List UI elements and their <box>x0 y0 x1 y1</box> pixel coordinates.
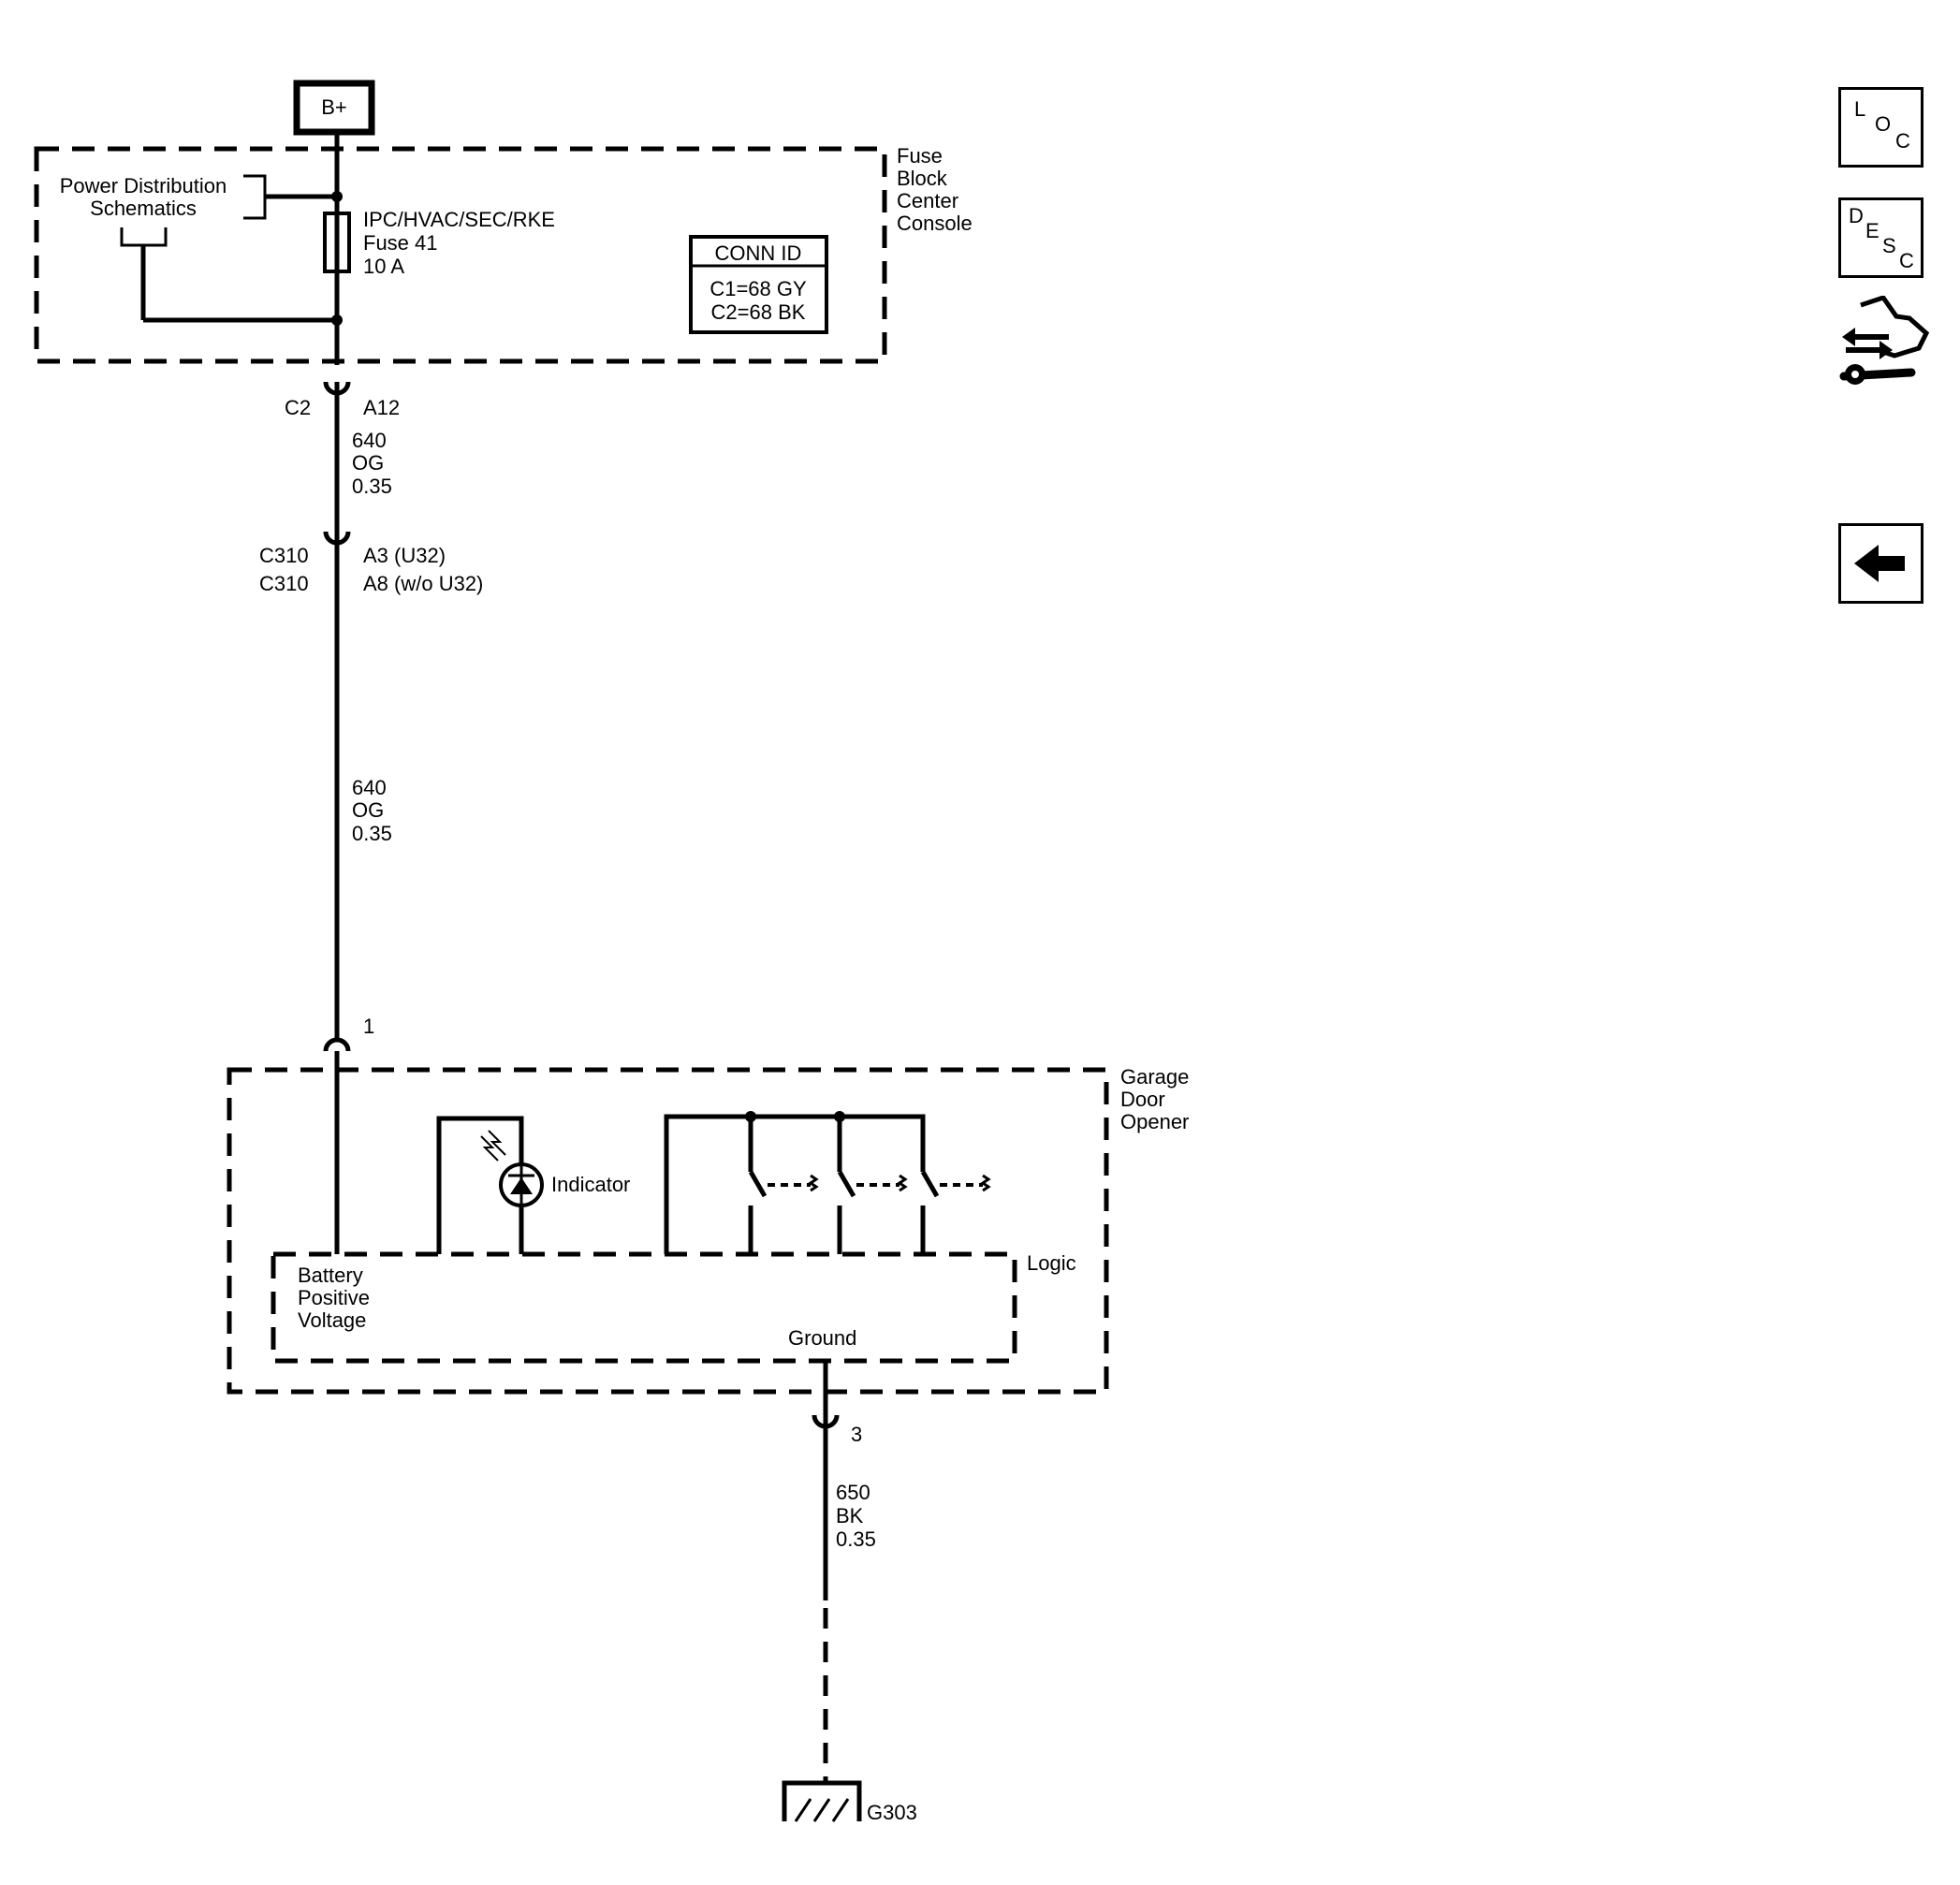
svg-text:Center: Center <box>897 189 958 212</box>
svg-text:C2: C2 <box>285 396 311 419</box>
ground-g303-label: G303 <box>867 1801 917 1824</box>
svg-text:Voltage: Voltage <box>298 1308 366 1332</box>
svg-text:Door: Door <box>1120 1088 1165 1111</box>
connector-hand-wrench-icon[interactable] <box>1838 296 1932 393</box>
left-arrow-icon <box>1854 545 1905 582</box>
wire-640-upper-label: 640 OG 0.35 <box>352 429 392 498</box>
svg-text:0.35: 0.35 <box>836 1527 876 1551</box>
svg-text:Fuse: Fuse <box>897 144 943 168</box>
svg-text:C2=68 BK: C2=68 BK <box>711 300 806 324</box>
svg-text:Console: Console <box>897 212 973 235</box>
svg-text:1: 1 <box>363 1015 374 1038</box>
svg-text:C310: C310 <box>259 572 309 595</box>
desc-letter-s: S <box>1882 234 1896 257</box>
garage-door-opener-outline <box>227 1067 1109 1395</box>
connector-pin-3: 3 <box>812 1414 862 1446</box>
svg-text:C1=68 GY: C1=68 GY <box>709 277 807 300</box>
desc-button[interactable]: D E S C <box>1838 197 1923 278</box>
svg-text:Battery: Battery <box>298 1264 363 1287</box>
wire-650-label: 650 BK 0.35 <box>836 1481 876 1551</box>
loc-button[interactable]: L O C <box>1838 87 1923 168</box>
garage-door-opener-label: Garage Door Opener <box>1120 1065 1189 1133</box>
svg-text:0.35: 0.35 <box>352 475 392 498</box>
svg-text:A3 (U32): A3 (U32) <box>363 544 446 567</box>
fuse-block-label: Fuse Block Center Console <box>897 144 973 235</box>
svg-text:Fuse 41: Fuse 41 <box>363 231 438 255</box>
back-button[interactable] <box>1838 523 1923 604</box>
svg-text:Opener: Opener <box>1120 1110 1189 1133</box>
wire-640-middle-label: 640 OG 0.35 <box>352 776 392 845</box>
indicator-label: Indicator <box>551 1173 630 1196</box>
fuse-41-label: IPC/HVAC/SEC/RKE Fuse 41 10 A <box>363 208 555 278</box>
svg-text:Garage: Garage <box>1120 1065 1189 1089</box>
loc-letter-o: O <box>1875 112 1892 136</box>
logic-label: Logic <box>1027 1251 1076 1275</box>
button-switches <box>664 1111 991 1254</box>
svg-text:A8 (w/o U32): A8 (w/o U32) <box>363 572 483 595</box>
battery-source: B+ <box>293 80 375 136</box>
power-distribution-reference: Power Distribution Schematics <box>60 174 267 247</box>
svg-text:Positive: Positive <box>298 1286 370 1309</box>
svg-text:Block: Block <box>897 167 948 190</box>
svg-text:650: 650 <box>836 1481 870 1504</box>
svg-text:IPC/HVAC/SEC/RKE: IPC/HVAC/SEC/RKE <box>363 208 555 231</box>
connector-c2: C2 A12 <box>285 381 400 419</box>
logic-block-outline <box>271 1251 1017 1364</box>
battery-positive-voltage-label: Battery Positive Voltage <box>298 1264 370 1332</box>
ground-label: Ground <box>788 1326 856 1350</box>
indicator-led: Indicator <box>436 1116 630 1254</box>
svg-text:OG: OG <box>352 798 384 822</box>
svg-text:CONN ID: CONN ID <box>715 241 802 265</box>
connector-pin-1: 1 <box>323 1015 374 1052</box>
loc-letter-c: C <box>1895 129 1910 153</box>
svg-text:Power Distribution: Power Distribution <box>60 174 227 197</box>
svg-text:640: 640 <box>352 429 387 452</box>
connector-c310: C310 A3 (U32) C310 A8 (w/o U32) <box>259 531 483 595</box>
desc-letter-d: D <box>1849 204 1864 227</box>
loc-letter-l: L <box>1854 97 1866 121</box>
svg-text:3: 3 <box>851 1423 862 1446</box>
svg-text:BK: BK <box>836 1504 864 1527</box>
svg-text:C310: C310 <box>259 544 309 567</box>
svg-text:OG: OG <box>352 451 384 475</box>
ground-g303: G303 <box>782 1780 917 1824</box>
svg-text:A12: A12 <box>363 396 400 419</box>
svg-text:640: 640 <box>352 776 387 799</box>
desc-letter-e: E <box>1865 219 1880 242</box>
svg-text:10 A: 10 A <box>363 255 404 278</box>
svg-text:0.35: 0.35 <box>352 822 392 845</box>
svg-text:Schematics: Schematics <box>90 197 197 220</box>
desc-letter-c: C <box>1899 249 1914 272</box>
battery-label: B+ <box>321 95 347 119</box>
conn-id-box: CONN ID C1=68 GY C2=68 BK <box>689 235 828 334</box>
